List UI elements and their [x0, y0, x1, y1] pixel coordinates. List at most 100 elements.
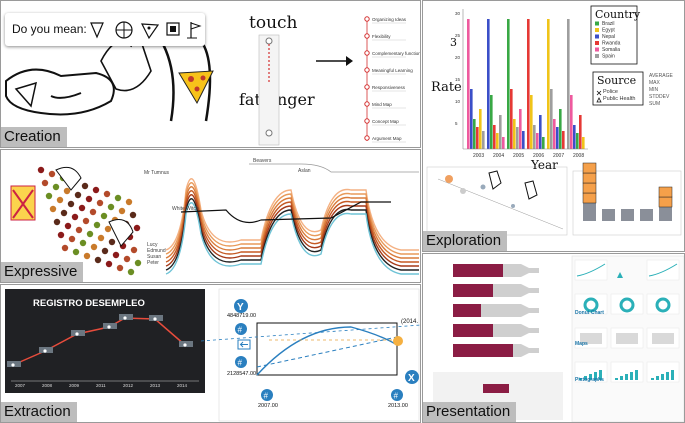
list-node [364, 33, 370, 39]
bar [527, 19, 530, 149]
year-tick-label: 2005 [513, 153, 524, 159]
mini-bar [640, 209, 653, 221]
thumb-bar [594, 372, 597, 380]
concept-list-item: Mind Map [372, 102, 392, 107]
thumb-bar [661, 374, 664, 380]
list-node [364, 135, 370, 141]
dot [108, 238, 116, 246]
dot [127, 268, 135, 276]
bar [482, 131, 485, 149]
mini-bar-block [658, 186, 673, 198]
dot [96, 199, 104, 207]
storyline-chart [165, 163, 419, 275]
extraction-label: Extraction [1, 402, 77, 422]
presentation-illustration: Donut Chart Maps Pictographs [433, 255, 684, 422]
story-line [165, 190, 419, 263]
dot [104, 225, 112, 233]
dot [114, 194, 122, 202]
rate-word: Rate [431, 80, 462, 95]
dot [72, 248, 80, 256]
hash-top-glyph: # [238, 326, 243, 335]
mini-bar-chart [582, 162, 673, 221]
country-swatch [595, 54, 599, 58]
source-item: Public Health [603, 96, 635, 102]
bar [519, 109, 522, 149]
flag-icon[interactable] [187, 22, 202, 39]
name-lucy: Lucy [147, 242, 158, 248]
bar [510, 89, 513, 149]
hash-mid-glyph: # [238, 359, 243, 368]
expressive-illustration: Mr Tumnus Beavers Aslan White Witch Lucy… [10, 158, 419, 276]
dot [116, 264, 124, 272]
x-icon [596, 90, 602, 96]
y-bottom-value: 2128547.00 [227, 371, 256, 377]
pizza-slice-icon[interactable] [140, 23, 160, 40]
y-axis-label: Y [237, 302, 244, 313]
dot [81, 182, 89, 190]
thumb-bar [599, 370, 602, 380]
suggestion-prompt: Do you mean: [12, 22, 87, 36]
presentation-label: Presentation [423, 402, 517, 422]
story-line-top [249, 163, 419, 173]
hand-cursor-icon [488, 170, 502, 190]
move-arrow-icon[interactable] [237, 339, 251, 350]
dot [125, 198, 133, 206]
dot [89, 208, 97, 216]
thumbnail-grid [574, 259, 680, 383]
bar [576, 133, 579, 149]
country-swatch [595, 34, 599, 39]
dot [48, 170, 56, 178]
suggestion-options [90, 21, 202, 40]
bar [467, 19, 470, 149]
story-line [165, 186, 419, 259]
point [107, 325, 111, 329]
dot [123, 255, 131, 263]
dot [133, 224, 141, 232]
thumb-bar [625, 374, 628, 380]
triangle-slice-icon[interactable] [90, 22, 104, 39]
x-axis-handle[interactable] [405, 370, 419, 384]
story-line [165, 194, 419, 267]
hash-icon[interactable] [235, 356, 247, 368]
country-item: Brazil [602, 21, 615, 27]
hash-icon[interactable] [261, 389, 273, 401]
bar [487, 19, 490, 149]
bar [536, 133, 539, 149]
thumb-bar [579, 378, 582, 380]
concept-list-item: Responsiveness [372, 85, 406, 90]
bar [582, 137, 585, 149]
hash-icon[interactable] [391, 389, 403, 401]
thumb-bar [651, 378, 654, 380]
extraction-points [7, 314, 193, 367]
concept-list: Organizing IdeasFlexibilityComplementary… [364, 16, 420, 143]
chip-icon[interactable] [166, 22, 180, 36]
dot [79, 239, 87, 247]
bottle-fill [453, 284, 493, 297]
dot [64, 222, 72, 230]
dot [56, 196, 64, 204]
country-item: Egypt [602, 28, 615, 34]
source-item: Police [603, 89, 618, 95]
dot [57, 231, 65, 239]
bar [579, 115, 582, 149]
mini-bar-block [582, 192, 597, 204]
hash-icon[interactable] [235, 323, 247, 335]
name-white-witch: White Witch [172, 206, 199, 212]
year-word: Year [530, 158, 558, 172]
aggregate-item: MAX [649, 80, 661, 86]
country-swatch [595, 47, 599, 52]
bar [570, 95, 573, 149]
expressive-panel: Mr Tumnus Beavers Aslan White Witch Lucy… [0, 149, 421, 283]
bottle-fill [453, 324, 493, 337]
bottle-fill [453, 344, 513, 357]
pie-icon[interactable] [115, 21, 133, 39]
y-axis-handle[interactable] [234, 299, 248, 313]
dot [105, 260, 113, 268]
